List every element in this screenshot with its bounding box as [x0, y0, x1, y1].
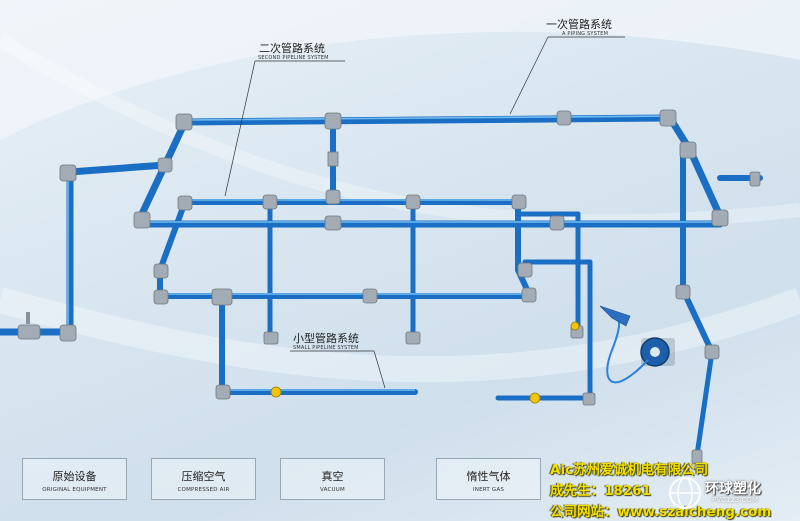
secondary-system-label: 二次管路系统 [259, 42, 325, 55]
pipe-fittings [17, 109, 761, 465]
legend-inert-gas: 惰性气体 INERT GAS [436, 458, 541, 500]
legend-label: 惰性气体 [466, 470, 511, 483]
company-contact: 成先生：18261 [550, 483, 651, 499]
legend-original-equipment: 原始设备 ORIGINAL EQUIPMENT [22, 458, 127, 500]
watermark-site: PVC123.COM [712, 496, 758, 504]
legend-label: 原始设备 [52, 470, 97, 483]
valves [26, 151, 580, 404]
legend-label-en: INERT GAS [472, 487, 505, 493]
primary-system-label-en: A PIPING SYSTEM [562, 31, 609, 37]
legend-label: 压缩空气 [181, 470, 226, 483]
legend-label: 真空 [321, 470, 344, 483]
company-name: Aic苏州爱诚机电有限公司 [550, 462, 709, 478]
legend-compressed-air: 压缩空气 COMPRESSED AIR [151, 458, 256, 500]
legend-vacuum: 真空 VACUUM [280, 458, 385, 500]
legend-label-en: COMPRESSED AIR [177, 487, 230, 493]
watermark-name: 环球塑化 [705, 481, 761, 497]
legend-label-en: VACUUM [320, 487, 345, 493]
globe-logo-icon [669, 477, 701, 509]
small-system-label-en: SMALL PIPELINE SYSTEM [293, 345, 359, 351]
label-leaders [224, 36, 625, 389]
legend-label-en: ORIGINAL EQUIPMENT [42, 487, 107, 493]
hose-reel [599, 305, 675, 384]
secondary-system-label-en: SECOND PIPELINE SYSTEM [258, 55, 329, 61]
pipe-network [0, 114, 763, 458]
company-website: 公司网站：www.szaicheng.com [550, 504, 772, 520]
small-system-label: 小型管路系统 [293, 332, 359, 345]
primary-system-label: 一次管路系统 [546, 18, 612, 31]
